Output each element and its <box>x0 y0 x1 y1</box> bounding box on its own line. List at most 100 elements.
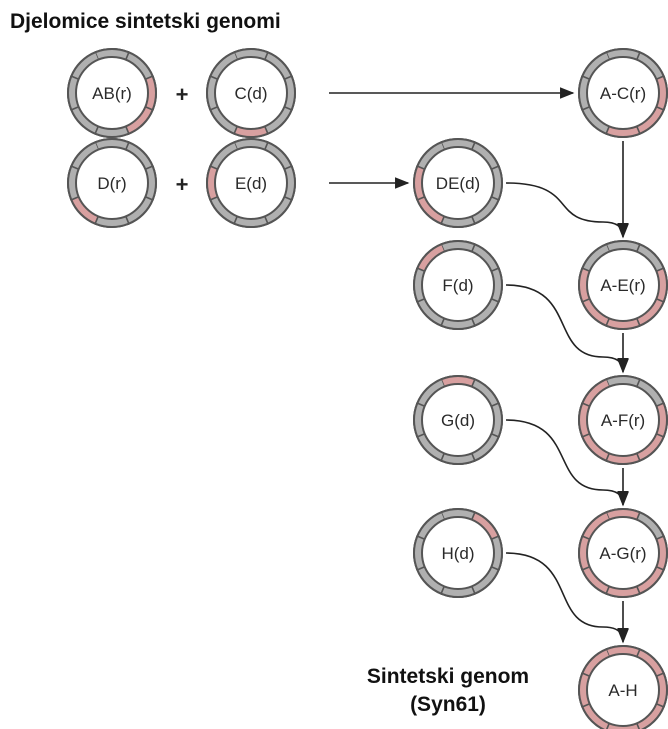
genome-node-f: F(d) <box>413 240 503 330</box>
native-segment <box>210 142 238 170</box>
native-segment <box>417 433 445 461</box>
synthetic-segment <box>636 566 664 594</box>
ring-border-outer <box>578 375 668 465</box>
ring-border-outer <box>206 48 296 138</box>
synthetic-segment <box>582 512 610 540</box>
genome-node-g: G(d) <box>413 375 503 465</box>
genome-label: F(d) <box>442 276 473 295</box>
edges-layer <box>329 87 629 644</box>
native-segment <box>491 268 502 302</box>
native-segment <box>417 298 445 326</box>
genome-node-h: H(d) <box>413 508 503 598</box>
synthetic-segment <box>471 512 499 540</box>
synthetic-segment <box>636 703 664 729</box>
native-segment <box>71 106 99 134</box>
synthetic-segment <box>71 196 99 224</box>
ring-border-outer <box>206 138 296 228</box>
synthetic-segment <box>582 298 610 326</box>
native-segment <box>441 139 475 150</box>
native-segment <box>606 376 640 387</box>
genome-label: H(d) <box>441 544 474 563</box>
genome-label: A-G(r) <box>599 544 646 563</box>
synthetic-segment <box>636 106 664 134</box>
plus-sign-bottom: + <box>176 172 189 197</box>
synthetic-segment <box>207 166 218 200</box>
synthetic-segment <box>606 453 640 464</box>
native-segment <box>636 512 664 540</box>
synthetic-segment <box>606 318 640 329</box>
ring-border-inner <box>214 146 288 220</box>
synthetic-segment <box>234 126 268 137</box>
synthetic-segment <box>582 703 610 729</box>
native-segment <box>582 52 610 80</box>
ring-border-outer <box>67 48 157 138</box>
genome-label: E(d) <box>235 174 267 193</box>
synthetic-segment <box>656 403 667 437</box>
synthetic-segment <box>145 76 156 110</box>
native-segment <box>582 244 610 272</box>
native-segment <box>471 142 499 170</box>
native-segment <box>491 166 502 200</box>
synthetic-segment <box>606 723 640 729</box>
synthetic-segment <box>656 673 667 707</box>
native-segment <box>264 52 292 80</box>
synthetic-segment <box>656 76 667 110</box>
native-segment <box>125 196 153 224</box>
ring-border-outer <box>578 508 668 598</box>
native-segment <box>491 536 502 570</box>
native-segment <box>417 566 445 594</box>
ring-border-outer <box>413 138 503 228</box>
native-segment <box>95 216 129 227</box>
synthetic-segment <box>579 536 590 570</box>
native-segment <box>284 76 295 110</box>
native-segment <box>414 536 425 570</box>
synthetic-segment <box>582 566 610 594</box>
synthetic-segment <box>606 126 640 137</box>
synthetic-segment <box>656 536 667 570</box>
native-segment <box>441 318 475 329</box>
genome-label: G(d) <box>441 411 475 430</box>
synthetic-segment <box>606 586 640 597</box>
native-segment <box>71 52 99 80</box>
native-segment <box>145 166 156 200</box>
native-segment <box>264 142 292 170</box>
synthetic-segment <box>606 646 640 657</box>
ring-border-inner <box>421 146 495 220</box>
genome-label: A-H <box>608 681 637 700</box>
genome-node-d: D(r) <box>67 138 157 228</box>
native-segment <box>234 49 268 60</box>
ring-border-outer <box>413 240 503 330</box>
native-segment <box>71 142 99 170</box>
ring-border-inner <box>586 56 660 130</box>
native-segment <box>441 586 475 597</box>
synthetic-segment <box>414 166 425 200</box>
native-segment <box>210 52 238 80</box>
genome-node-e: E(d) <box>206 138 296 228</box>
genome-node-de: DE(d) <box>413 138 503 228</box>
genome-label: A-E(r) <box>600 276 645 295</box>
genome-label: D(r) <box>97 174 126 193</box>
native-segment <box>210 196 238 224</box>
ring-border-inner <box>421 248 495 322</box>
native-segment <box>636 379 664 407</box>
genome-label: AB(r) <box>92 84 132 103</box>
native-segment <box>441 241 475 252</box>
native-segment <box>414 268 425 302</box>
synthetic-segment <box>417 244 445 272</box>
native-segment <box>441 509 475 520</box>
ring-border-inner <box>586 516 660 590</box>
synthetic-segment <box>579 673 590 707</box>
synthetic-segment <box>636 433 664 461</box>
ring-border-inner <box>421 383 495 457</box>
synthetic-segment <box>125 106 153 134</box>
native-segment <box>125 52 153 80</box>
synthetic-segment <box>636 649 664 677</box>
native-segment <box>95 49 129 60</box>
genome-label: A-F(r) <box>601 411 645 430</box>
native-segment <box>417 379 445 407</box>
ring-border-outer <box>578 240 668 330</box>
native-segment <box>284 166 295 200</box>
genome-node-ag: A-G(r) <box>578 508 668 598</box>
native-segment <box>417 142 445 170</box>
synthetic-segment <box>441 376 475 387</box>
